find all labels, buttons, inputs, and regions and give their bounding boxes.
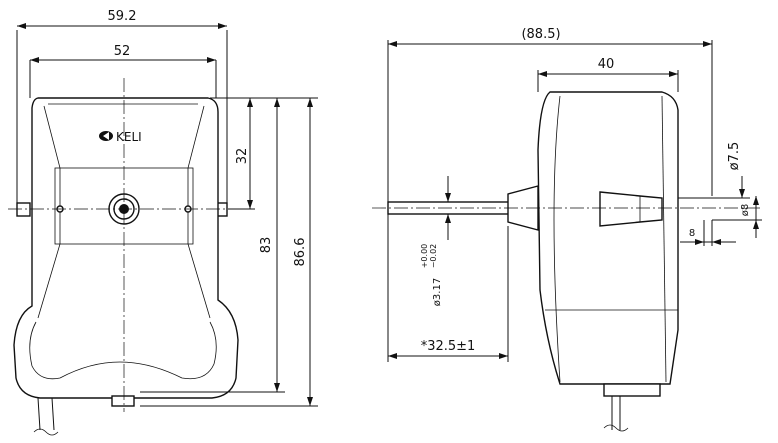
keli-logo <box>99 131 113 141</box>
height-to-base-label: 83 <box>259 237 274 254</box>
left-mount-tab <box>16 202 31 217</box>
bottom-loop <box>29 321 217 380</box>
body-depth-label: 40 <box>598 57 615 72</box>
side-housing <box>537 91 679 385</box>
shaft-tol-lower: −0.02 <box>429 244 438 269</box>
boss-length-label: 8 <box>689 228 695 239</box>
mount-offset-label: 32 <box>235 148 250 165</box>
front-view: KELI 59.2 52 32 <box>8 9 318 436</box>
overall-length-label: (88.5) <box>521 27 560 42</box>
dim-overall-width: 59.2 <box>16 9 228 203</box>
dim-boss-length: 8 <box>680 220 736 246</box>
bottom-clip <box>111 395 135 407</box>
shaft-tol-upper: +0.00 <box>420 244 429 269</box>
rear-clip <box>603 383 661 397</box>
brand-label: KELI <box>116 130 142 144</box>
boss-dia-large-label: ø8 <box>740 204 751 216</box>
side-view: (88.5) 40 ø7.5 ø8 <box>372 27 762 432</box>
lead-wires <box>37 397 55 431</box>
dim-body-depth: 40 <box>537 57 679 92</box>
dim-overall-height: 86.6 <box>140 97 318 407</box>
body-width-label: 52 <box>114 44 131 59</box>
shaft-length-label: *32.5±1 <box>421 339 476 354</box>
wire-break-mark <box>33 428 59 436</box>
dim-height-to-base: 83 <box>140 97 285 393</box>
rear-lead-wires <box>611 396 621 430</box>
dim-body-width: 52 <box>29 44 217 98</box>
dim-overall-length: (88.5) <box>387 27 713 202</box>
shaft-dia-label: ø3.17 <box>432 278 443 306</box>
rear-boss <box>599 191 663 227</box>
dim-shaft-length: *32.5±1 <box>387 214 509 362</box>
dim-boss-dia-small: ø7.5 <box>678 142 750 199</box>
dim-boss-dia-large: ø8 <box>712 196 762 238</box>
overall-height-label: 86.6 <box>293 238 308 267</box>
overall-width-label: 59.2 <box>108 9 137 24</box>
body-curve <box>553 95 561 383</box>
rear-wire-break-mark <box>603 424 629 432</box>
dim-mount-offset: 32 <box>210 97 255 210</box>
front-housing <box>13 97 239 399</box>
body-rear-edge <box>661 95 667 383</box>
dim-shaft-dia: ø3.17 +0.00 −0.02 <box>420 176 451 306</box>
boss-dia-small-label: ø7.5 <box>727 142 742 171</box>
